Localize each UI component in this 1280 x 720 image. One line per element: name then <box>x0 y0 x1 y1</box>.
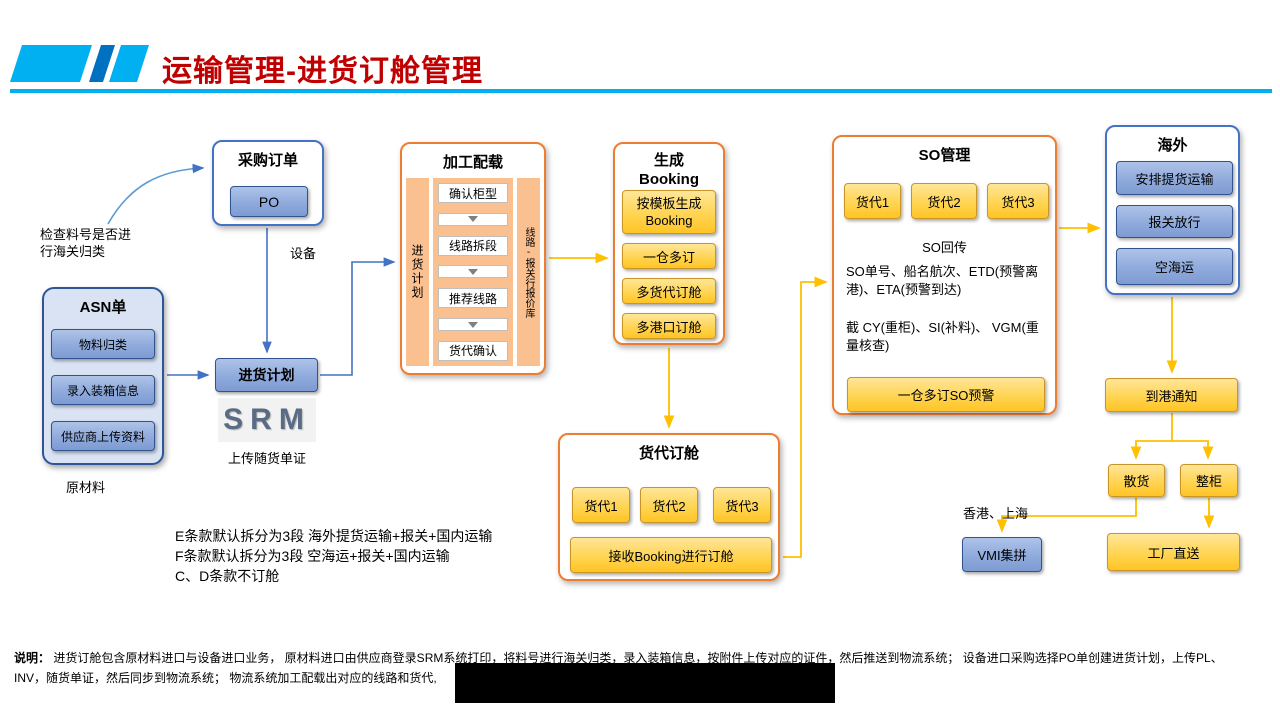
arrow-plan-to-processing <box>320 257 396 376</box>
arrow-checknote-to-po <box>107 163 205 225</box>
fb-forwarder-3: 货代3 <box>713 487 771 523</box>
so-return-text: SO回传 <box>922 240 967 255</box>
booking-item-multi-port: 多港口订舱 <box>622 313 716 339</box>
fb-forwarder-1: 货代1 <box>572 487 630 523</box>
footer-note-line2: INV，随货单证，然后同步到物流系统； 物流系统加工配载出对应的线路和货代, <box>14 671 437 685</box>
forwarder-booking-title: 货代订舱 <box>638 445 699 462</box>
processing-right-bar: 线路-报关行报价库 <box>517 178 540 366</box>
booking-box: 生成 Booking 按模板生成Booking 一仓多订 多货代订舱 多港口订舱 <box>613 142 725 345</box>
asn-item-supplier-upload: 供应商上传资料 <box>51 421 155 451</box>
terms-line-e: E条款默认拆分为3段 海外提货运输+报关+国内运输 <box>175 528 493 544</box>
device-label: 设备 <box>290 246 317 261</box>
booking-title: 生成 Booking <box>639 152 699 188</box>
arrow-forwarder-to-so <box>783 276 828 558</box>
vmi-ports-label: 香港、上海 <box>963 506 1029 521</box>
header-underline <box>10 89 1272 93</box>
fb-receive-button: 接收Booking进行订舱 <box>570 537 772 573</box>
overseas-item-air-sea: 空海运 <box>1116 248 1233 285</box>
asn-item-packing-info: 录入装箱信息 <box>51 375 155 405</box>
footer-note-line1-text: 进货订舱包含原材料进口与设备进口业务， 原材料进口由供应商登录SRM系统打印，将… <box>50 651 1223 665</box>
processing-step-recommend-route: 推荐线路 <box>438 288 508 309</box>
vmi-button: VMI集拼 <box>962 537 1042 572</box>
so-forwarder-3: 货代3 <box>987 183 1049 219</box>
page-title: 运输管理-进货订舱管理 <box>162 55 483 88</box>
header-decor-shape-3 <box>108 45 150 82</box>
step-down-arrow-icon <box>438 265 508 279</box>
terms-line-cd: C、D条款不订舱 <box>175 568 280 584</box>
overseas-box: 海外 安排提货运输 报关放行 空海运 <box>1105 125 1240 295</box>
header-decor-shape-1 <box>9 45 93 82</box>
check-note: 检查料号是否进行海关归类 <box>40 227 132 259</box>
factory-direct-button: 工厂直送 <box>1107 533 1240 571</box>
srm-logo: SRM <box>218 398 316 442</box>
booking-item-multi-forwarder: 多货代订舱 <box>622 278 716 304</box>
processing-title: 加工配载 <box>442 154 503 171</box>
so-title: SO管理 <box>918 147 971 164</box>
terms-line-f: F条款默认拆分为3段 空海运+报关+国内运输 <box>175 548 450 564</box>
arrival-notice-button: 到港通知 <box>1105 378 1238 412</box>
asn-box: ASN单 物料归类 录入装箱信息 供应商上传资料 <box>42 287 164 465</box>
booking-item-multi-order: 一仓多订 <box>622 243 716 269</box>
bulk-button: 散货 <box>1108 464 1165 497</box>
step-down-arrow-icon <box>438 212 508 226</box>
asn-title: ASN单 <box>79 299 127 316</box>
srm-sublabel: 上传随货单证 <box>227 451 306 466</box>
processing-step-container: 确认柜型 <box>438 183 508 203</box>
footer-note-label: 说明： <box>14 651 51 665</box>
so-box: SO管理 货代1 货代2 货代3 SO回传 SO单号、船名航次、ETD(预警离港… <box>832 135 1057 415</box>
so-cutoff-text: 截 CY(重柜)、SI(补料)、 VGM(重量核查) <box>846 320 1039 353</box>
so-alert-button: 一仓多订SO预警 <box>847 377 1045 412</box>
processing-steps: 确认柜型 线路拆段 推荐线路 货代确认 <box>433 178 513 366</box>
overseas-item-pickup: 安排提货运输 <box>1116 161 1233 195</box>
footer-note-line1: 说明： 进货订舱包含原材料进口与设备进口业务， 原材料进口由供应商登录SRM系统… <box>14 649 1270 666</box>
so-forwarder-2: 货代2 <box>911 183 977 219</box>
purchase-order-title: 采购订单 <box>237 152 298 169</box>
asn-item-material-classify: 物料归类 <box>51 329 155 359</box>
overseas-title: 海外 <box>1157 137 1188 154</box>
so-forwarder-1: 货代1 <box>844 183 901 219</box>
arrow-arrival-to-bulk <box>1130 440 1172 460</box>
po-button: PO <box>230 186 308 217</box>
overseas-item-customs: 报关放行 <box>1116 205 1233 238</box>
processing-left-bar: 进货计划 <box>406 178 429 366</box>
processing-box: 加工配载 进货计划 确认柜型 线路拆段 推荐线路 货代确认 线路-报关行报价库 <box>400 142 546 375</box>
forwarder-booking-box: 货代订舱 货代1 货代2 货代3 接收Booking进行订舱 <box>558 433 780 581</box>
purchase-order-box: 采购订单 PO <box>212 140 324 226</box>
arrow-arrival-to-fcl <box>1172 440 1214 460</box>
terms-note: E条款默认拆分为3段 海外提货运输+报关+国内运输 F条款默认拆分为3段 空海运… <box>175 526 492 586</box>
booking-item-template: 按模板生成Booking <box>622 190 716 234</box>
inbound-plan-button: 进货计划 <box>215 358 318 392</box>
raw-material-label: 原材料 <box>66 480 106 495</box>
redaction-box <box>455 663 835 703</box>
processing-step-split-route: 线路拆段 <box>438 235 508 256</box>
fb-forwarder-2: 货代2 <box>640 487 698 523</box>
fcl-button: 整柜 <box>1180 464 1238 497</box>
processing-step-forwarder-confirm: 货代确认 <box>438 340 508 361</box>
so-detail-text: SO单号、船名航次、ETD(预警离港)、ETA(预警到达) <box>846 264 1039 297</box>
step-down-arrow-icon <box>438 318 508 332</box>
